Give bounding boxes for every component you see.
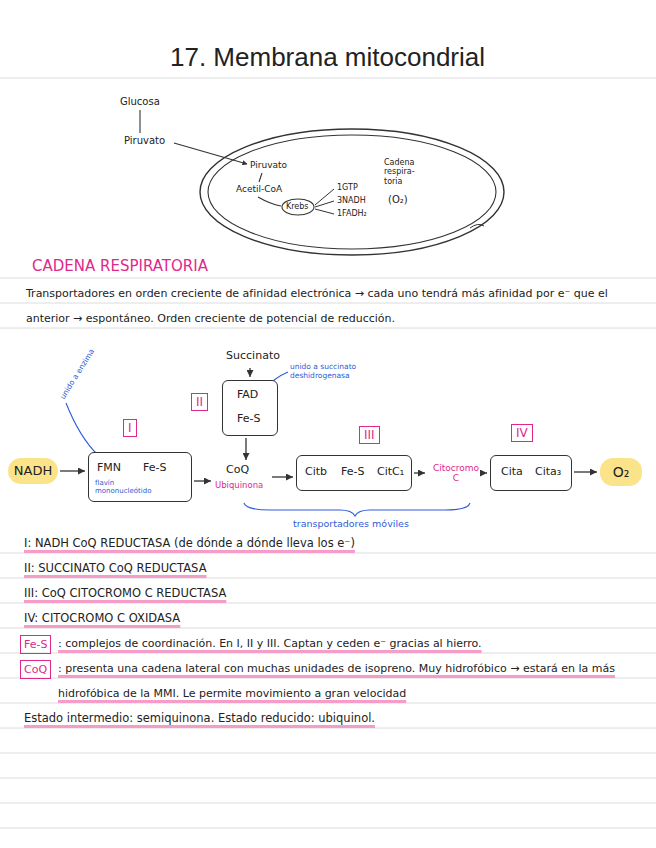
ruled-line [0,578,656,579]
cofactor-label: Cita [501,466,523,479]
cofactor-label: Fe-S [143,462,166,475]
ruled-line [0,553,656,554]
mobile-carrier: CoQ Ubiquinona [214,463,270,499]
ruled-line [0,303,656,304]
electron-donor: NADH [8,458,58,484]
electron-flow-arrow [249,368,250,377]
leader-line [258,197,281,206]
definition: : presenta una cadena lateral con muchas… [58,656,646,706]
ruled-line [0,603,656,604]
ruled-line [0,628,656,629]
arrow-line [259,173,262,182]
electron-flow-arrow [245,438,246,460]
molecule-label: NADH [14,464,52,479]
bracket [244,503,470,516]
electron-flow-arrow [414,472,425,473]
electron-flow-arrow [272,476,293,477]
product-label: 1GTP [337,183,358,193]
krebs-cycle [282,199,314,215]
annotations [66,372,470,516]
metabolite-label: Acetil-CoA [236,184,282,195]
leader-line [315,189,334,214]
term-box: Fe-S [20,635,51,654]
complex-number: IV [511,424,533,442]
metabolite-label: Piruvato [250,160,287,171]
cell-label: Glucosa [120,96,160,108]
cofactor-label: Citb [305,466,327,479]
complex-box: IVCitaCita₃ [490,455,572,491]
ruled-line [0,753,656,754]
carrier-name: Ubiquinona [215,481,263,491]
ruled-line [0,678,656,679]
substrate-label: Succinato [220,347,286,366]
cell-label: Piruvato [124,135,165,147]
cycle-label: Krebs [286,202,309,212]
term-box: CoQ [20,660,51,679]
ruled-line [0,278,656,279]
leader-line [66,403,98,455]
outer-membrane [200,129,504,255]
electron-flow-arrow [574,471,597,472]
ruled-line [0,828,656,829]
list-item: I: NADH CoQ REDUCTASA (de dónde a dónde … [24,531,355,556]
section-heading: CADENA RESPIRATORIA [32,256,208,276]
ruled-line [0,653,656,654]
complex-box: IFMNFe-Sflavín mononucleótido [88,452,192,502]
product-label: 3NADH [337,196,366,206]
process-label: Cadena respira- toria [384,158,430,186]
bracket-label: transportadores móviles [293,518,409,529]
ruled-line [0,703,656,704]
complex-box: IIFADFe-S [222,380,278,436]
carrier-label: Citocromo C [433,463,479,484]
process-label: (O₂) [388,194,408,206]
cofactor-label: Fe-S [341,466,364,479]
electron-acceptor: O₂ [600,458,642,486]
electron-flow-arrow [194,480,211,481]
ruled-line [0,78,656,79]
inner-membrane [208,135,496,249]
leader-line [139,110,140,133]
molecule-label: O₂ [613,464,630,480]
complex-number: I [123,419,137,437]
ruled-line [0,328,656,329]
cofactor-label: FMN [97,462,121,475]
annotation: unido a succinato deshidrogenasa [290,362,382,380]
product-label: 1FADH₂ [337,209,367,219]
definition: : complejos de coordinación. En I, II y … [58,631,646,656]
paragraph: Transportadores en orden creciente de af… [26,281,646,331]
cofactor-note: flavín mononucleótido [95,479,151,495]
list-item: III: CoQ CITOCROMO C REDUCTASA [24,581,226,606]
ruled-line [0,803,656,804]
cofactor-label: FAD [237,389,258,402]
cofactor-label: Cita₃ [535,466,561,479]
carrier-label: CoQ [226,464,249,477]
annotation: unido a enzima [58,347,96,401]
electron-flow-arrow [60,470,85,471]
electron-flow-arrow [486,472,487,473]
list-item: II: SUCCINATO CoQ REDUCTASA [24,556,207,581]
ruled-lines [0,78,656,828]
complex-number: II [191,393,208,411]
molecule-label: Succinato [226,350,280,363]
mitochondrion-illustration [140,110,504,255]
ruled-line [0,778,656,779]
complex-box: IIICitbFe-SCitC₁ [296,455,412,491]
list-item: Estado intermedio: semiquinona. Estado r… [24,706,375,731]
list-item: IV: CITOCROMO C OXIDASA [24,606,180,631]
page-title: 17. Membrana mitocondrial [170,42,485,73]
crista [470,224,484,228]
complex-number: III [359,426,380,444]
cofactor-label: CitC₁ [377,466,404,479]
arrow-line [174,143,247,164]
mobile-carrier: Citocromo C [428,457,484,489]
ruled-line [0,728,656,729]
cofactor-label: Fe-S [237,413,260,426]
